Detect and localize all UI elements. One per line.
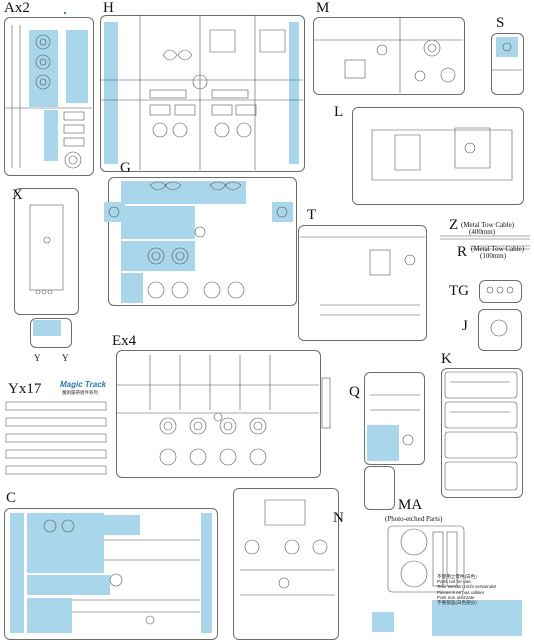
sprue-c-used-bottom bbox=[27, 598, 72, 633]
sprue-g-wheel-left bbox=[104, 202, 125, 222]
sprue-n-used bbox=[372, 612, 394, 632]
label-sprue-m: M bbox=[316, 0, 330, 16]
label-sprue-r: R bbox=[457, 244, 468, 260]
label-sprue-q: Q bbox=[349, 384, 360, 400]
sprue-h-frame bbox=[100, 15, 305, 172]
sprue-c-used-box bbox=[104, 515, 140, 535]
note-z-line1: (Metal Tow Cable) bbox=[461, 221, 515, 229]
sprue-l-frame bbox=[352, 107, 524, 205]
legend-text-block: 不使用之零件(白色) Parts not for use. Teile werd… bbox=[437, 574, 527, 605]
label-sprue-yx: Yx17 bbox=[8, 381, 42, 397]
label-y-left: Y bbox=[34, 353, 41, 363]
label-y-right: Y bbox=[62, 353, 69, 363]
label-sprue-tg: TG bbox=[449, 283, 469, 299]
legend-line-6: 不要部品(白色部分) bbox=[437, 600, 477, 606]
label-sprue-h: H bbox=[103, 0, 114, 16]
note-z-line2: (400mm) bbox=[469, 228, 496, 236]
sprue-x-bottom-used bbox=[33, 320, 61, 336]
sprue-tg-frame bbox=[479, 280, 522, 303]
label-sprue-z: Z bbox=[449, 217, 459, 233]
label-sprue-s: S bbox=[496, 15, 505, 31]
label-sprue-j: J bbox=[462, 318, 468, 334]
sprue-g-used-mid bbox=[121, 206, 195, 239]
sprue-a-used-area bbox=[29, 30, 58, 107]
legend-line-3: Teile werden nicht verwendet bbox=[437, 584, 497, 590]
note-r-line2: (100mm) bbox=[480, 252, 507, 260]
brand-subtitle: 魔術履帶組件系列 bbox=[62, 391, 98, 396]
sprue-g-used-top bbox=[121, 181, 246, 204]
legend-line-2: Parts not for use. bbox=[437, 579, 472, 585]
sprue-t-frame bbox=[298, 225, 427, 341]
label-sprue-a: Ax2 bbox=[4, 0, 30, 16]
label-sprue-l: L bbox=[334, 104, 344, 120]
label-sprue-k: K bbox=[441, 351, 452, 367]
sprue-j-frame bbox=[478, 309, 522, 351]
sprue-a-used-strip bbox=[66, 30, 88, 103]
note-r-line1: (Metal Tow Cable) bbox=[471, 245, 525, 253]
label-sprue-x: X bbox=[12, 187, 23, 203]
label-sprue-t: T bbox=[307, 207, 317, 223]
sprue-h-right-rail bbox=[289, 22, 299, 164]
brand-logo: Magic Track bbox=[60, 380, 107, 389]
sprue-c-used-right bbox=[201, 513, 212, 633]
sprue-x-frame bbox=[14, 188, 79, 315]
sprue-k-frame bbox=[441, 368, 523, 498]
label-sprue-c: C bbox=[6, 490, 17, 506]
sprue-n-frame bbox=[233, 488, 339, 640]
sprue-g-wheel-right bbox=[272, 202, 293, 222]
sprue-g-used-bottom bbox=[121, 241, 195, 271]
sprue-q-used bbox=[367, 425, 399, 461]
legend-line-1: 不使用之零件(白色) bbox=[437, 574, 477, 579]
label-sprue-g: G bbox=[120, 160, 131, 176]
sprue-s-used bbox=[496, 37, 518, 57]
sprue-c-used-top bbox=[27, 513, 104, 573]
label-sprue-ma: MA bbox=[398, 497, 423, 513]
legend-line-5: Parti non utilizzate bbox=[437, 594, 475, 600]
sprue-m-frame bbox=[313, 17, 465, 95]
sprue-q-lower-frame bbox=[364, 466, 395, 510]
sprue-a-used-pins bbox=[44, 110, 58, 161]
legend-swatch bbox=[432, 600, 522, 636]
legend-line-4: Pièces à ne pas utiliser bbox=[437, 589, 485, 595]
sprue-h-left-rail bbox=[104, 22, 118, 164]
sprue-c-used-mid bbox=[27, 575, 110, 595]
label-sprue-n: N bbox=[333, 510, 344, 526]
note-ma-subtitle: (Photo-etched Parts) bbox=[385, 515, 443, 523]
sprue-c-used-main bbox=[10, 513, 24, 633]
sprue-g-used-left bbox=[121, 273, 143, 303]
label-sprue-e: Ex4 bbox=[112, 333, 137, 349]
